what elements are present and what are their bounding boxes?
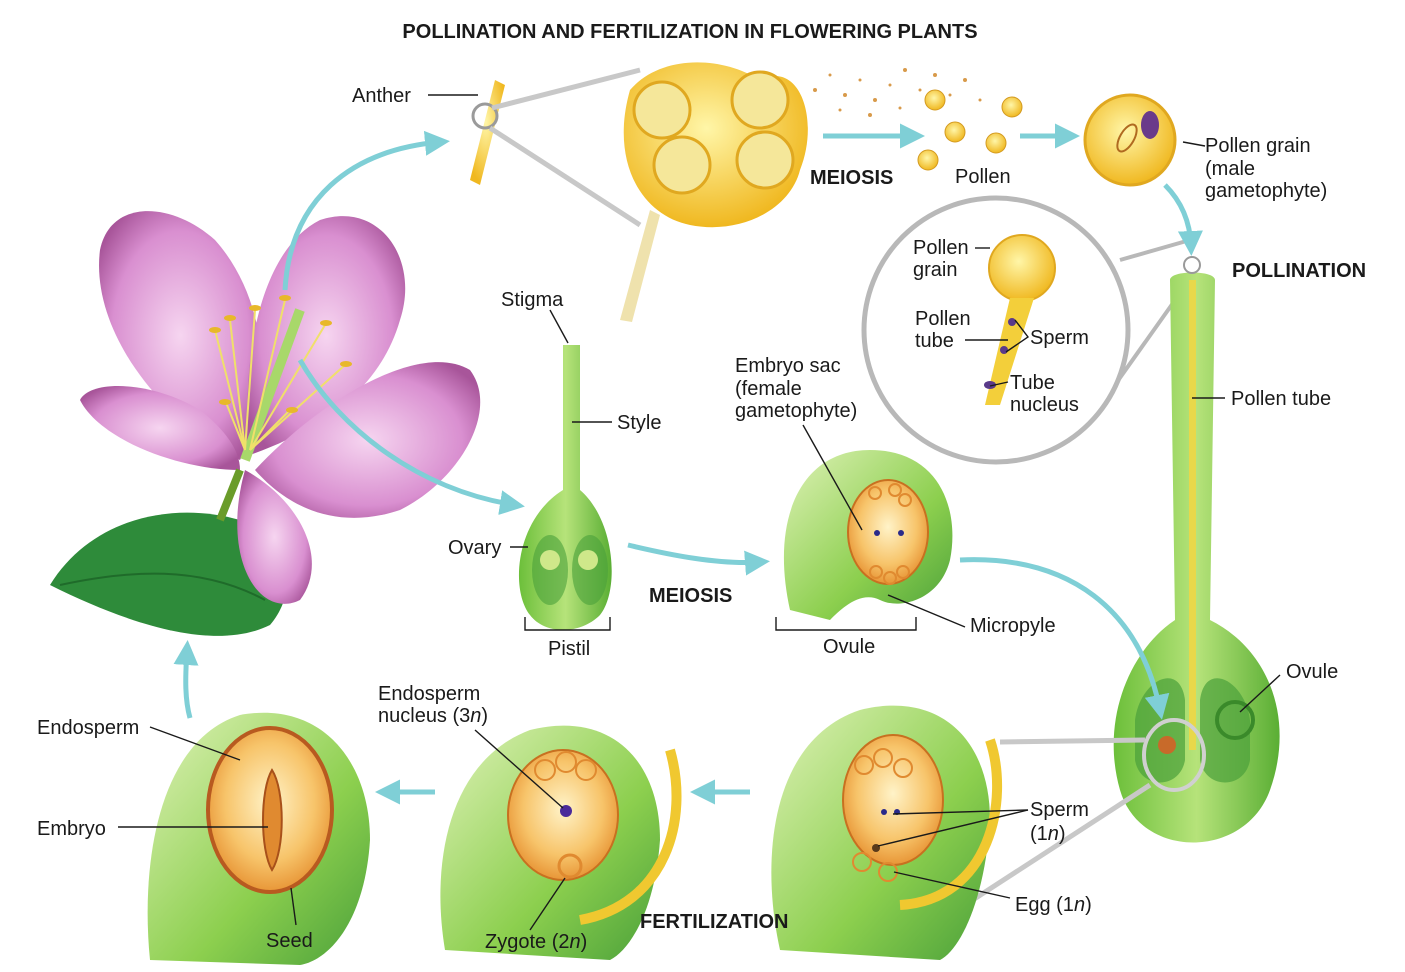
label-endosperm-nucleus-1: Endosperm — [378, 683, 480, 705]
label-fertilization: FERTILIZATION — [640, 911, 789, 933]
label-ovule-mid: Ovule — [823, 636, 875, 658]
label-pistil: Pistil — [548, 638, 590, 660]
label-embryo-sac-1: Embryo sac — [735, 355, 841, 377]
diagram-title: POLLINATION AND FERTILIZATION IN FLOWERI… — [402, 21, 977, 43]
label-zygote: Zygote (2n) — [485, 931, 587, 953]
label-pollen-tube: Pollen tube — [1231, 388, 1331, 410]
label-endosperm: Endosperm — [37, 717, 139, 739]
label-ovule-right: Ovule — [1286, 661, 1338, 683]
label-sperm-right-2: (1n) — [1030, 823, 1066, 845]
label-inset-tube-nucleus-2: nucleus — [1010, 394, 1079, 416]
pollen-grains-small — [918, 90, 1022, 170]
label-ovary: Ovary — [448, 537, 501, 559]
anther-cross-section — [620, 62, 808, 322]
seed-illustration — [148, 713, 370, 965]
pistil-middle-illustration — [519, 345, 612, 630]
label-egg: Egg (1n) — [1015, 894, 1092, 916]
label-pollen: Pollen — [955, 166, 1011, 188]
ovule-fertilization-illustration — [771, 706, 997, 960]
label-pollen-grain-3: gametophyte) — [1205, 180, 1327, 202]
label-pollination: POLLINATION — [1232, 260, 1366, 282]
flower-illustration — [50, 211, 480, 636]
label-inset-pollen-grain-2: grain — [913, 259, 957, 281]
label-meiosis-mid: MEIOSIS — [649, 585, 732, 607]
label-pollen-grain-2: (male — [1205, 158, 1255, 180]
label-seed: Seed — [266, 930, 313, 952]
label-stigma: Stigma — [501, 289, 564, 311]
label-embryo-sac-3: gametophyte) — [735, 400, 857, 422]
label-endosperm-nucleus-2: nucleus (3n) — [378, 705, 488, 727]
label-micropyle: Micropyle — [970, 615, 1056, 637]
label-style: Style — [617, 412, 661, 434]
label-inset-sperm: Sperm — [1030, 327, 1089, 349]
pollen-dust — [813, 68, 982, 117]
label-meiosis-top: MEIOSIS — [810, 167, 893, 189]
label-sperm-right-1: Sperm — [1030, 799, 1089, 821]
label-pollen-grain-1: Pollen grain — [1205, 135, 1311, 157]
anther-illustration — [470, 70, 640, 225]
label-anther: Anther — [352, 85, 411, 107]
label-inset-pollen-tube-2: tube — [915, 330, 954, 352]
label-embryo-sac-2: (female — [735, 378, 802, 400]
ovule-middle-illustration — [784, 450, 952, 620]
pollen-grain-illustration — [1085, 95, 1175, 185]
label-inset-tube-nucleus-1: Tube — [1010, 372, 1055, 394]
label-inset-pollen-grain-1: Pollen — [913, 237, 969, 259]
label-inset-pollen-tube-1: Pollen — [915, 308, 971, 330]
label-embryo: Embryo — [37, 818, 106, 840]
